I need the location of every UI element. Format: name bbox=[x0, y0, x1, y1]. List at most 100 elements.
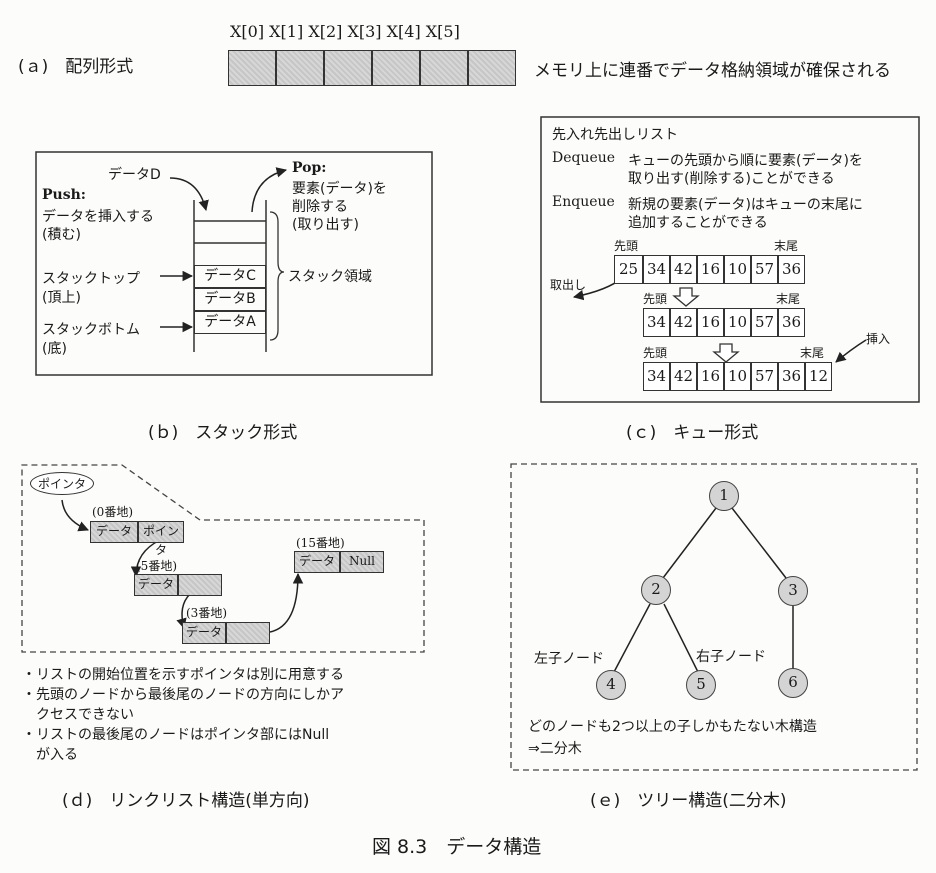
queue-tail-3: 末尾 bbox=[800, 346, 825, 360]
queue-takeout: 取出し bbox=[550, 278, 587, 292]
stack-frame bbox=[35, 151, 433, 376]
queue-cell: 57 bbox=[751, 255, 778, 284]
queue-cell: 57 bbox=[751, 308, 778, 337]
queue-cell: 12 bbox=[805, 362, 832, 391]
queue-insert: 挿入 bbox=[866, 332, 891, 346]
tree-node-1: 1 bbox=[709, 481, 739, 511]
linked-caption: (ｄ) リンクリスト構造(単方向) bbox=[62, 791, 310, 811]
queue-cell: 42 bbox=[670, 308, 697, 337]
queue-tail-2: 末尾 bbox=[776, 292, 801, 306]
addr-5: (5番地) bbox=[136, 559, 177, 573]
addr-3: (3番地) bbox=[186, 606, 227, 620]
pointer-oval: ポインタ bbox=[30, 472, 95, 495]
stack-cell-c: データC bbox=[194, 265, 266, 288]
queue-cell: 16 bbox=[697, 308, 724, 337]
stack-cell-a: データA bbox=[194, 311, 266, 334]
queue-title: 先入れ先出しリスト bbox=[552, 127, 678, 143]
tree-node-5: 5 bbox=[686, 670, 716, 700]
push-desc-sub: (積む) bbox=[42, 227, 81, 243]
queue-cell: 42 bbox=[670, 255, 697, 284]
tree-node-3: 3 bbox=[778, 576, 808, 606]
array-cell bbox=[468, 50, 516, 86]
stack-caption: (ｂ) スタック形式 bbox=[148, 423, 298, 443]
stack-bottom-label: スタックボトム bbox=[42, 322, 140, 338]
enqueue-desc: 新規の要素(データ)はキューの末尾に bbox=[628, 197, 863, 213]
linked-note-5: が入る bbox=[22, 747, 78, 763]
queue-cell: 42 bbox=[670, 362, 697, 391]
tree-node-4: 4 bbox=[596, 670, 626, 700]
node-3-pointer bbox=[226, 622, 270, 644]
index-x1: X[1] bbox=[269, 22, 304, 41]
queue-cell: 10 bbox=[724, 308, 751, 337]
queue-tail-1: 末尾 bbox=[774, 239, 799, 253]
addr-15: (15番地) bbox=[296, 536, 345, 550]
node-0-pointer: ポインタ bbox=[138, 521, 184, 557]
tree-node-6: 6 bbox=[778, 668, 808, 698]
dequeue-desc: キューの先頭から順に要素(データ)を bbox=[628, 153, 863, 169]
array-cell bbox=[372, 50, 420, 86]
queue-cell: 36 bbox=[778, 255, 805, 284]
enqueue-term: Enqueue bbox=[552, 194, 615, 210]
queue-cell: 16 bbox=[697, 255, 724, 284]
array-cell bbox=[276, 50, 324, 86]
tree-right-child: 右子ノード bbox=[696, 649, 766, 665]
linked-note-4: ・リストの最後尾のノードはポインタ部にはNull bbox=[22, 727, 330, 743]
linked-note-2: ・先頭のノードから最後尾のノードの方向にしかア bbox=[22, 687, 344, 703]
node-15-null: Null bbox=[340, 551, 384, 573]
pop-title: Pop: bbox=[292, 160, 327, 176]
tree-frame bbox=[510, 463, 918, 771]
stack-top-label: スタックトップ bbox=[42, 271, 140, 287]
array-note: メモリ上に連番でデータ格納領域が確保される bbox=[534, 61, 891, 81]
pop-desc-3: (取り出す) bbox=[292, 217, 359, 233]
tree-note-1: どのノードも2つ以上の子しかもたない木構造 bbox=[528, 719, 817, 735]
index-x2: X[2] bbox=[308, 22, 343, 41]
index-x4: X[4] bbox=[386, 22, 421, 41]
node-3-data: データ bbox=[182, 622, 226, 644]
tree-node-2: 2 bbox=[641, 575, 671, 605]
node-5-data: データ bbox=[134, 574, 178, 596]
queue-cell: 25 bbox=[614, 255, 643, 284]
queue-head-2: 先頭 bbox=[643, 292, 668, 306]
pop-desc: 要素(データ)を bbox=[292, 181, 387, 197]
queue-caption: (ｃ) キュー形式 bbox=[626, 423, 759, 443]
queue-cell: 10 bbox=[724, 255, 751, 284]
pop-desc-2: 削除する bbox=[292, 199, 348, 215]
array-cell bbox=[324, 50, 372, 86]
array-cell bbox=[228, 50, 276, 86]
tree-caption: (ｅ) ツリー構造(二分木) bbox=[590, 791, 787, 811]
queue-head-3: 先頭 bbox=[643, 346, 668, 360]
queue-cell: 36 bbox=[778, 308, 805, 337]
queue-head-1: 先頭 bbox=[614, 239, 639, 253]
index-x0: X[0] bbox=[230, 22, 265, 41]
queue-cell: 10 bbox=[724, 362, 751, 391]
stack-cell-b: データB bbox=[194, 288, 266, 311]
queue-cell: 34 bbox=[643, 255, 670, 284]
tree-left-child: 左子ノード bbox=[534, 651, 604, 667]
stack-top-sub: (頂上) bbox=[42, 290, 81, 306]
stack-region: スタック領域 bbox=[288, 269, 372, 285]
stack-data-d: データD bbox=[108, 167, 161, 183]
push-desc: データを挿入する bbox=[42, 209, 154, 225]
queue-cell: 36 bbox=[778, 362, 805, 391]
tree-note-2: ⇒二分木 bbox=[528, 741, 582, 757]
dequeue-term: Dequeue bbox=[552, 150, 616, 166]
dequeue-desc-2: 取り出す(削除する)ことができる bbox=[628, 171, 835, 187]
queue-cell: 34 bbox=[643, 308, 670, 337]
array-indices: X[0] X[1] X[2] X[3] X[4] X[5] bbox=[230, 22, 460, 41]
index-x3: X[3] bbox=[347, 22, 382, 41]
array-label: (ａ) 配列形式 bbox=[18, 57, 134, 77]
node-15-data: データ bbox=[294, 551, 340, 573]
array-cell bbox=[420, 50, 468, 86]
linked-note-1: ・リストの開始位置を示すポインタは別に用意する bbox=[22, 667, 344, 683]
queue-cell: 57 bbox=[751, 362, 778, 391]
queue-frame bbox=[540, 116, 920, 403]
linked-note-3: クセスできない bbox=[22, 707, 134, 723]
queue-cell: 34 bbox=[643, 362, 670, 391]
push-title: Push: bbox=[42, 187, 86, 203]
node-5-pointer bbox=[178, 574, 222, 596]
queue-cell: 16 bbox=[697, 362, 724, 391]
addr-0: (0番地) bbox=[92, 505, 133, 519]
stack-bottom-sub: (底) bbox=[42, 341, 67, 357]
node-0-data: データ bbox=[90, 521, 138, 543]
